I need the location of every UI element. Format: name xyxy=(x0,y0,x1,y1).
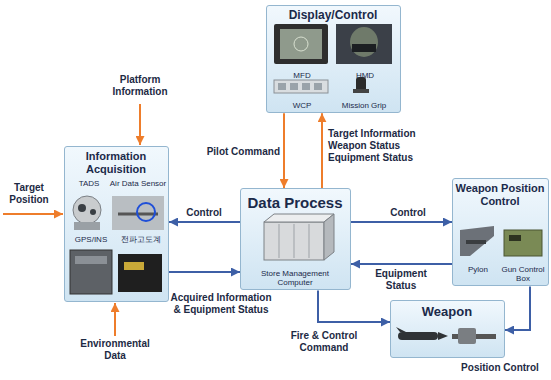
altimeter-unit xyxy=(118,254,162,292)
image-caption: Mission Grip xyxy=(333,101,395,110)
tads-turret xyxy=(73,196,101,224)
unit-plate xyxy=(124,262,144,270)
image-caption: HMD xyxy=(337,71,393,80)
computer-side xyxy=(324,214,334,260)
wcp-panel xyxy=(274,80,328,93)
input-label: Environmental Data xyxy=(73,338,157,362)
box-title: Data Process xyxy=(241,194,349,211)
missile-body xyxy=(398,332,438,340)
hmd-picture xyxy=(336,24,392,64)
chassis-rib xyxy=(309,224,310,258)
chassis-rib xyxy=(279,224,280,258)
flow-arrow xyxy=(283,113,285,188)
panel-button xyxy=(290,83,298,90)
box-connector xyxy=(509,235,521,241)
flow-arrow xyxy=(351,263,452,265)
panel-button xyxy=(314,83,322,90)
mfd-screen xyxy=(280,29,322,59)
image-caption: TADS xyxy=(69,179,109,188)
helmet-visor xyxy=(352,44,376,52)
tads-lens xyxy=(78,204,86,212)
pylon-picture xyxy=(460,226,494,256)
mfd-reticle xyxy=(294,37,308,51)
flow-arrow xyxy=(318,290,390,322)
helmet-shape xyxy=(350,27,378,57)
tads-mount xyxy=(74,222,100,230)
flow-label: Equipment Status xyxy=(366,268,436,292)
tads-lens xyxy=(90,209,96,215)
image-caption: Pylon xyxy=(457,265,499,274)
flow-label: Position Control xyxy=(452,362,548,374)
flow-arrow xyxy=(169,221,240,223)
flow-label: Control xyxy=(176,207,232,219)
flow-label: Target Information Weapon Status Equipme… xyxy=(328,128,428,164)
image-caption: WCP xyxy=(275,101,329,110)
gps-ins-unit xyxy=(70,250,112,294)
box-title: Display/Control xyxy=(267,9,399,23)
flow-label: Acquired Information & Equipment Status xyxy=(168,292,274,316)
flow-label: Control xyxy=(380,207,436,219)
chassis-rib xyxy=(294,224,295,258)
image-caption: Air Data Sensor xyxy=(109,179,167,188)
input-label: Platform Information xyxy=(104,74,176,98)
mfd-picture xyxy=(274,24,328,64)
flow-arrow xyxy=(321,113,323,188)
box-title: Information Acquisition xyxy=(65,150,167,175)
box-title: Weapon Position Control xyxy=(453,182,547,207)
input-arrow xyxy=(114,303,116,336)
missile-nose xyxy=(438,332,448,340)
panel-button xyxy=(302,83,310,90)
computer-front xyxy=(264,222,324,260)
image-caption: 전파고도계 xyxy=(115,235,167,244)
image-caption: GPS/INS xyxy=(69,235,113,244)
box-title: Weapon xyxy=(391,305,503,320)
image-caption: Gun Control Box xyxy=(501,265,545,283)
flow-label: Fire & Control Command xyxy=(276,330,372,354)
unit-plate xyxy=(75,256,107,264)
panel-box: Weapon xyxy=(390,300,505,358)
flow-arrow xyxy=(351,221,452,223)
flow-arrow xyxy=(505,286,530,330)
flow-label: Pilot Command xyxy=(196,146,280,158)
input-label: Target Position xyxy=(3,182,55,206)
input-arrow xyxy=(3,213,63,215)
missile-fin xyxy=(396,327,406,332)
gun-body xyxy=(458,328,476,344)
highlight-circle xyxy=(137,203,155,221)
panel-button xyxy=(278,83,286,90)
air-data-picture xyxy=(112,196,164,230)
image-caption: MFD xyxy=(275,71,329,80)
computer-top xyxy=(264,214,334,222)
gun-control-box-picture xyxy=(504,230,542,256)
flow-arrow xyxy=(169,271,240,273)
input-arrow xyxy=(139,104,141,145)
pylon-rail xyxy=(466,240,486,244)
grip-base xyxy=(353,89,369,93)
image-caption: Store Management Computer xyxy=(243,269,347,287)
